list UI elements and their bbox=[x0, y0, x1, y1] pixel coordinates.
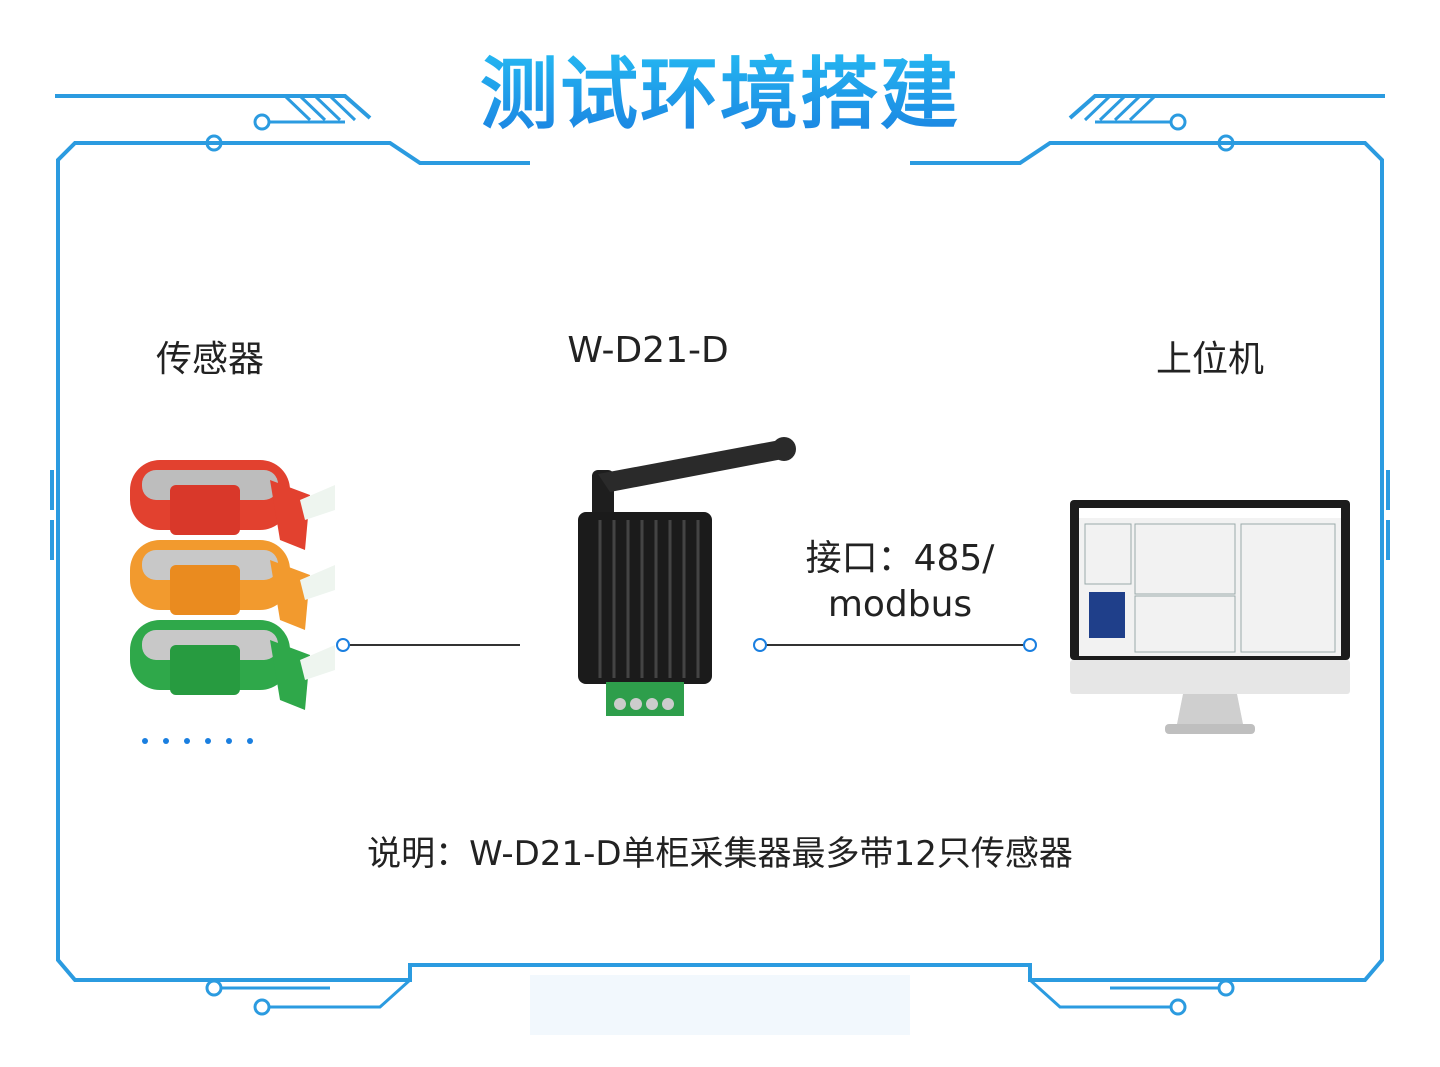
sensor-band-red bbox=[130, 460, 335, 550]
antenna-icon bbox=[592, 437, 796, 520]
sensor-link-endpoint bbox=[336, 638, 350, 652]
sensor-band-green bbox=[130, 620, 335, 710]
host-link-endpoint bbox=[1023, 638, 1037, 652]
sensor-label: 传感器 bbox=[155, 339, 264, 380]
host-label: 上位机 bbox=[1155, 339, 1264, 380]
collector-device-image bbox=[578, 437, 796, 716]
more-sensors-dots bbox=[142, 736, 268, 747]
interface-label: 接口：485/ modbus bbox=[780, 536, 1020, 628]
interface-line-1: 接口：485/ bbox=[805, 538, 995, 579]
collector-link-endpoint bbox=[753, 638, 767, 652]
sensor-bands-image bbox=[130, 460, 335, 710]
terminal-block-icon bbox=[606, 682, 684, 716]
interface-line-2: modbus bbox=[827, 584, 973, 625]
sensor-band-orange bbox=[130, 540, 335, 630]
description-note: 说明：W-D21-D单柜采集器最多带12只传感器 bbox=[367, 834, 1073, 874]
monitor-icon bbox=[1070, 500, 1350, 734]
collector-label: W-D21-D bbox=[567, 330, 729, 371]
page-title: 测试环境搭建 bbox=[420, 32, 1020, 144]
